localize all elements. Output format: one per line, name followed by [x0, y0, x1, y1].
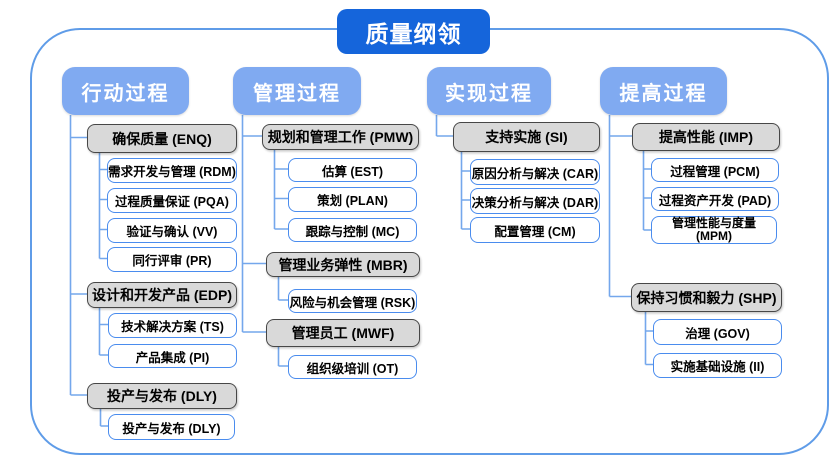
node-ii: 实施基础设施 (II) — [653, 353, 782, 378]
node-pcm: 过程管理 (PCM) — [651, 158, 779, 182]
node-pqa: 过程质量保证 (PQA) — [107, 188, 237, 213]
node-pr: 同行评审 (PR) — [107, 247, 237, 272]
node-imp: 提高性能 (IMP) — [632, 123, 780, 151]
node-dly-group: 投产与发布 (DLY) — [87, 383, 237, 409]
node-pi: 产品集成 (PI) — [108, 344, 237, 368]
node-plan: 策划 (PLAN) — [288, 187, 417, 212]
node-gov: 治理 (GOV) — [653, 319, 782, 345]
node-rsk: 风险与机会管理 (RSK) — [288, 289, 417, 313]
node-rdm: 需求开发与管理 (RDM) — [107, 158, 237, 183]
diagram-title: 质量纲领 — [337, 9, 490, 54]
node-mbr: 管理业务弹性 (MBR) — [266, 252, 420, 277]
node-pad: 过程资产开发 (PAD) — [651, 187, 779, 211]
column-header-realization: 实现过程 — [427, 67, 551, 115]
node-mwf: 管理员工 (MWF) — [266, 319, 420, 347]
node-cm: 配置管理 (CM) — [470, 217, 600, 243]
node-est: 估算 (EST) — [288, 158, 417, 182]
node-si: 支持实施 (SI) — [453, 122, 600, 152]
node-mpm: 管理性能与度量 (MPM) — [651, 216, 777, 244]
node-shp: 保持习惯和毅力 (SHP) — [631, 283, 782, 312]
node-enq: 确保质量 (ENQ) — [87, 124, 237, 153]
node-ts: 技术解决方案 (TS) — [108, 313, 237, 338]
column-header-improvement: 提高过程 — [600, 67, 727, 115]
column-header-management: 管理过程 — [233, 67, 361, 115]
column-header-action: 行动过程 — [62, 67, 189, 115]
node-ot: 组织级培训 (OT) — [288, 355, 417, 379]
node-vv: 验证与确认 (VV) — [107, 218, 237, 243]
node-dar: 决策分析与解决 (DAR) — [470, 188, 600, 214]
node-mc: 跟踪与控制 (MC) — [288, 218, 417, 242]
node-pmw: 规划和管理工作 (PMW) — [262, 124, 419, 150]
node-car: 原因分析与解决 (CAR) — [470, 159, 600, 185]
node-edp: 设计和开发产品 (EDP) — [87, 282, 237, 308]
node-dly: 投产与发布 (DLY) — [108, 414, 235, 440]
